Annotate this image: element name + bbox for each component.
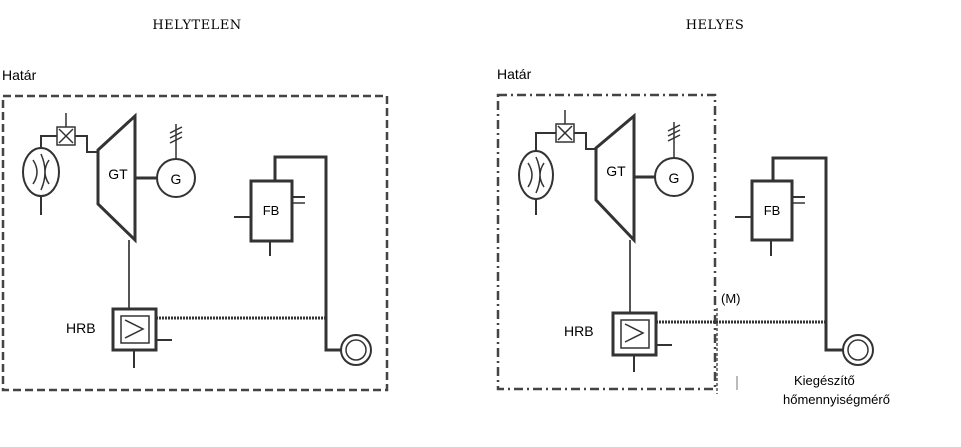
left-fuel-pipe [75, 135, 100, 153]
left-gt-label: GT [108, 166, 128, 182]
right-hrb-label: HRB [564, 323, 594, 339]
meter-caption-line2: hőmennyiségmérő [783, 392, 890, 407]
left-air-pipe [40, 135, 57, 148]
right-fb-label: FB [764, 203, 781, 218]
right-fuel-pipe [574, 132, 598, 150]
right-consumer-icon [842, 334, 874, 366]
right-gas-turbine-icon [594, 112, 636, 244]
left-water-loop [273, 155, 341, 352]
left-g-label: G [171, 171, 182, 187]
right-compressor-icon [518, 150, 554, 215]
right-gt-label: GT [606, 163, 626, 179]
right-hrb-icon [611, 311, 672, 372]
right-title: HELYES [686, 18, 745, 33]
right-boundary-box [496, 93, 717, 391]
right-generator-icon [654, 122, 694, 197]
right-valve-icon [555, 123, 575, 143]
left-hrb-icon [111, 307, 172, 368]
left-fb-icon [234, 179, 305, 256]
right-water-loop [771, 156, 843, 352]
left-compressor-icon [22, 147, 60, 215]
meter-caption-line1: Kiegészítő [794, 373, 855, 388]
left-hrb-label: HRB [66, 320, 96, 336]
left-title: HELYTELEN [152, 18, 241, 33]
left-generator-icon [156, 124, 196, 198]
meter-point-label: (M) [721, 291, 741, 306]
left-gas-turbine-icon [96, 112, 137, 244]
right-panel: HELYES Határ GT G [496, 18, 890, 407]
left-fb-label: FB [263, 203, 280, 218]
right-fb-icon [735, 179, 805, 256]
left-panel: HELYTELEN Határ GT G [1, 18, 389, 392]
left-boundary-label: Határ [2, 67, 37, 83]
left-valve-icon [56, 126, 76, 146]
right-boundary-label: Határ [497, 66, 532, 82]
right-air-pipe [535, 132, 556, 151]
left-consumer-icon [340, 334, 372, 366]
right-g-label: G [669, 170, 680, 186]
left-boundary-box [1, 94, 389, 392]
